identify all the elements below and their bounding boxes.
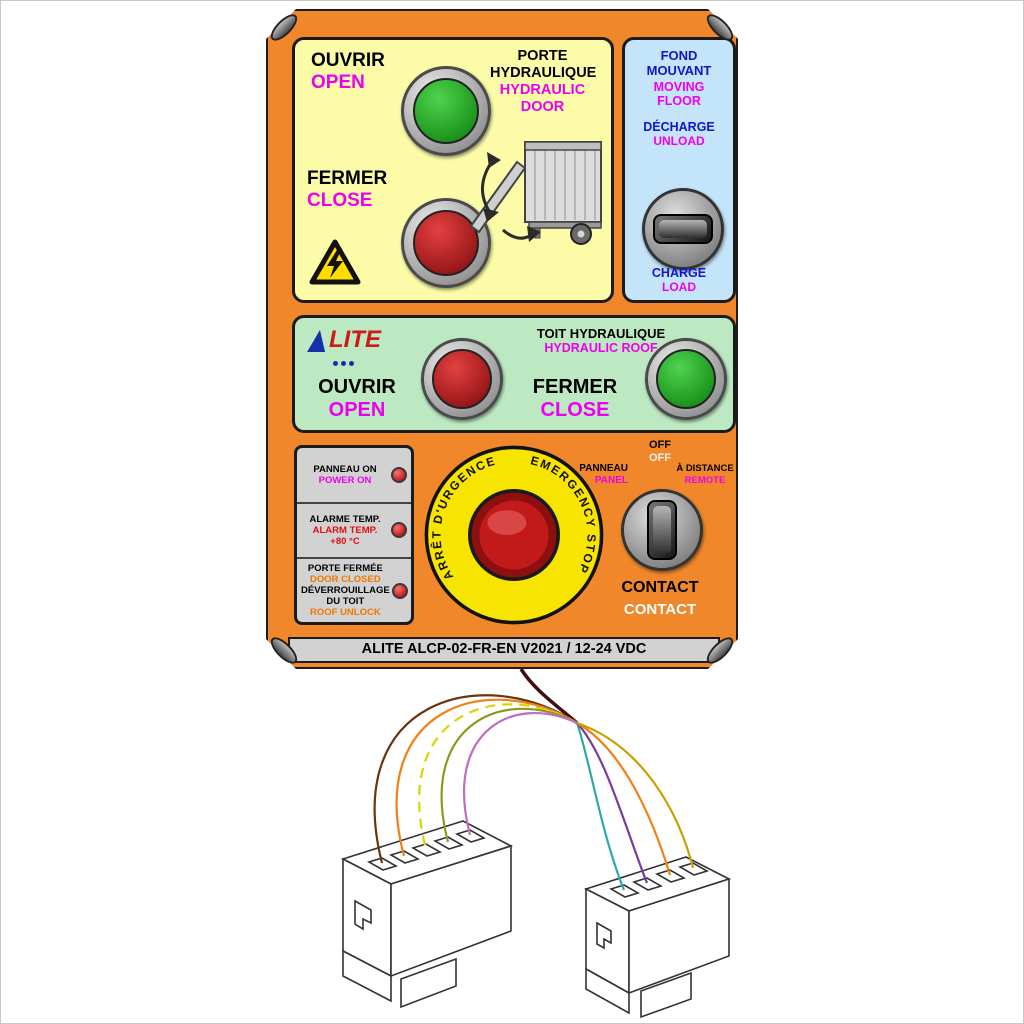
alarm-temp-label-fr: ALARME TEMP. <box>309 513 381 525</box>
mode-panel-label: PANNEAU PANEL <box>566 463 628 487</box>
mode-remote-label: À DISTANCE REMOTE <box>672 463 738 487</box>
door-closed-led <box>391 582 408 599</box>
alite-logo-text: LITE <box>329 326 381 353</box>
control-panel: OUVRIR OPEN PORTE HYDRAULIQUE HYDRAULIC … <box>266 9 738 669</box>
contact-label-fr: CONTACT <box>621 579 699 596</box>
status-row-door: PORTE FERMÉE DOOR CLOSED DÉVERROUILLAGE … <box>297 559 411 622</box>
estop-mushroom-top <box>479 500 549 570</box>
roof-close-label-en: CLOSE <box>540 399 610 421</box>
roof-unlock-label-en: ROOF UNLOCK <box>309 607 381 618</box>
contact-label-en: CONTACT <box>623 601 697 618</box>
estop-highlight <box>487 510 527 535</box>
mode-off-label: OFF OFF <box>614 439 706 465</box>
left-connector <box>340 820 514 1009</box>
door-section-title: PORTE HYDRAULIQUE HYDRAULIC DOOR <box>490 48 597 116</box>
panel-model-strip: ALITE ALCP-02-FR-EN V2021 / 12-24 VDC <box>288 637 720 663</box>
wire-purple <box>576 722 649 884</box>
floor-unload-label-fr: DÉCHARGE <box>643 120 715 134</box>
emergency-stop-button[interactable]: ARRÊT D'URGENCE EMERGENCY STOP <box>422 443 606 627</box>
door-open-label: OUVRIR OPEN <box>311 50 385 94</box>
mode-selector-switch[interactable] <box>621 489 703 571</box>
power-on-label-en: POWER ON <box>318 474 372 486</box>
door-closed-label-en: DOOR CLOSED <box>309 574 381 585</box>
roof-close-label-fr: FERMER <box>532 376 618 398</box>
roof-title-fr: TOIT HYDRAULIQUE <box>536 326 666 341</box>
door-open-label-en: OPEN <box>311 72 365 93</box>
wire-teal <box>575 722 626 891</box>
door-close-label: FERMER CLOSE <box>307 168 387 212</box>
roof-unlock-label-fr: DÉVERROUILLAGE DU TOIT <box>301 585 390 607</box>
alite-logo-dots <box>333 353 381 371</box>
floor-load-label-fr: CHARGE <box>651 266 707 280</box>
door-open-label-fr: OUVRIR <box>311 50 385 71</box>
floor-selector-knob <box>653 214 713 244</box>
roof-open-button[interactable] <box>421 338 503 420</box>
moving-floor-section: FOND MOUVANT MOVING FLOOR DÉCHARGE UNLOA… <box>622 37 736 303</box>
hydraulic-roof-section: LITE OUVRIR OPEN TOIT HYDRAULIQUE HYDRAU… <box>292 315 736 433</box>
electrical-warning-icon <box>309 239 361 285</box>
wire-orange <box>395 698 578 857</box>
floor-unload-label-en: UNLOAD <box>653 134 705 148</box>
door-title-fr: PORTE HYDRAULIQUE <box>490 48 597 81</box>
wire-brown <box>373 694 578 864</box>
roof-open-button-face <box>431 348 493 410</box>
trailer-tipping-illustration <box>469 141 602 245</box>
door-close-button-face <box>412 209 480 277</box>
mode-remote-label-en: REMOTE <box>684 475 726 486</box>
alarm-temp-led <box>391 522 407 539</box>
wire-mustard <box>576 721 695 869</box>
floor-selector-switch[interactable] <box>642 188 724 270</box>
power-on-label-fr: PANNEAU ON <box>313 463 377 475</box>
door-open-button-face <box>412 77 480 145</box>
roof-close-button[interactable] <box>645 338 727 420</box>
alite-logo: LITE <box>307 326 381 371</box>
status-row-alarm: ALARME TEMP. ALARM TEMP. +80 °C <box>297 504 411 559</box>
floor-load-label-en: LOAD <box>662 280 696 294</box>
floor-title-en: MOVING FLOOR <box>653 80 705 108</box>
right-connector <box>583 856 732 1019</box>
door-open-button[interactable] <box>401 66 491 156</box>
door-title-en: HYDRAULIC DOOR <box>499 82 586 115</box>
roof-close-label: FERMER CLOSE <box>525 376 625 422</box>
door-close-label-fr: FERMER <box>307 168 388 189</box>
status-led-panel: PANNEAU ON POWER ON ALARME TEMP. ALARM T… <box>294 445 414 625</box>
mode-off-label-en: OFF <box>649 452 671 464</box>
wire-orange-2 <box>576 722 672 876</box>
wire-yellow <box>418 703 578 850</box>
alite-logo-a-triangle <box>307 330 329 352</box>
roof-open-label: OUVRIR OPEN <box>311 376 403 422</box>
mode-panel-label-en: PANEL <box>594 475 628 486</box>
door-closed-label-fr: PORTE FERMÉE <box>307 563 383 574</box>
wiring-diagram <box>340 668 732 1019</box>
hydraulic-door-section: OUVRIR OPEN PORTE HYDRAULIQUE HYDRAULIC … <box>292 37 614 303</box>
power-on-led <box>391 466 407 483</box>
roof-title-en: HYDRAULIC ROOF <box>544 341 658 355</box>
wire-olive-green <box>440 707 578 843</box>
door-close-label-en: CLOSE <box>307 190 373 211</box>
alarm-temp-label-en: ALARM TEMP. <box>312 524 378 536</box>
mode-off-label-fr: OFF <box>649 439 671 451</box>
alarm-temp-value: +80 °C <box>330 535 360 547</box>
mode-remote-label-fr: À DISTANCE <box>676 463 734 474</box>
roof-open-label-en: OPEN <box>328 399 386 421</box>
mode-panel-label-fr: PANNEAU <box>579 463 628 474</box>
lightning-icon <box>327 250 343 278</box>
door-close-button[interactable] <box>401 198 491 288</box>
roof-section-title: TOIT HYDRAULIQUE HYDRAULIC ROOF <box>511 326 691 356</box>
floor-title-fr: FOND MOUVANT <box>646 48 712 78</box>
status-row-power: PANNEAU ON POWER ON <box>297 448 411 504</box>
wire-violet <box>463 711 578 836</box>
roof-open-label-fr: OUVRIR <box>318 376 396 398</box>
mode-selector-knob <box>647 500 677 560</box>
roof-close-button-face <box>655 348 717 410</box>
floor-load-label: CHARGE LOAD <box>625 266 733 294</box>
